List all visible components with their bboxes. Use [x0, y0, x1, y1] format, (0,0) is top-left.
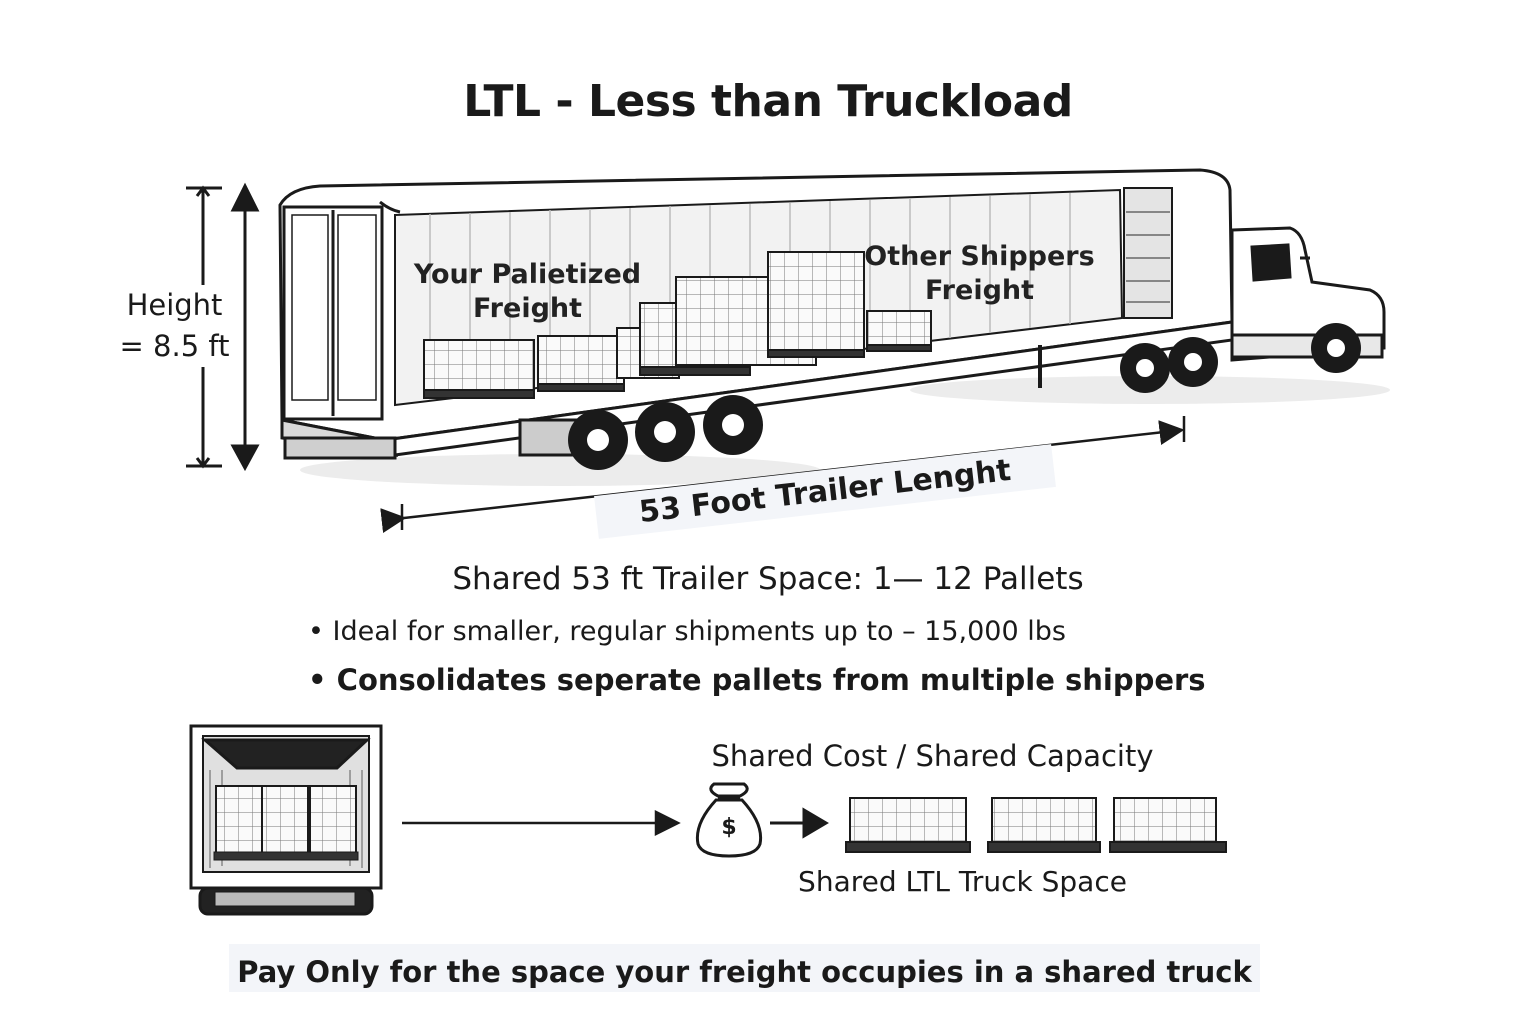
other-freight-line1: Other Shippers [864, 241, 1095, 272]
height-label-line2: = 8.5 ft [119, 329, 230, 363]
height-label-line1: Height [126, 288, 223, 322]
page-title: LTL - Less than Truckload [463, 76, 1073, 127]
pallet-icon [845, 797, 1227, 853]
bullet-item: • Ideal for smaller, regular shipments u… [308, 616, 1066, 647]
freight-pallets [423, 251, 932, 399]
height-label: Height = 8.5 ft [112, 285, 237, 367]
bullet-icon: • [308, 616, 324, 647]
shared-space-text: Shared 53 ft Trailer Space: 1— 12 Pallet… [452, 561, 1084, 597]
your-freight-line1: Your Palietized [413, 259, 642, 290]
arrow-right-icon [402, 809, 681, 837]
money-bag-icon [695, 782, 763, 858]
your-freight-line2: Freight [472, 293, 583, 324]
footer-text: Pay Only for the space your freight occu… [237, 955, 1252, 989]
other-freight-line2: Freight [924, 275, 1035, 306]
bullet-text: Consolidates seperate pallets from multi… [336, 663, 1206, 697]
your-freight-label: Your Palietized Freight [410, 258, 645, 326]
other-freight-label: Other Shippers Freight [862, 240, 1097, 308]
height-dimension [186, 182, 260, 472]
bullet-item: • Consolidates seperate pallets from mul… [308, 663, 1206, 697]
bullet-text: Ideal for smaller, regular shipments up … [332, 616, 1066, 647]
truck-wheels [1120, 323, 1361, 393]
shared-ltl-caption: Shared LTL Truck Space [798, 865, 1127, 898]
arrow-right-icon-2 [770, 807, 829, 839]
bullet-icon: • [308, 663, 327, 697]
truck-cab [1230, 226, 1386, 362]
trailer-rear-icon [189, 724, 383, 916]
shared-cost-heading: Shared Cost / Shared Capacity [711, 739, 1154, 773]
footer-band [229, 944, 1260, 992]
dollar-sign: $ [721, 815, 737, 840]
